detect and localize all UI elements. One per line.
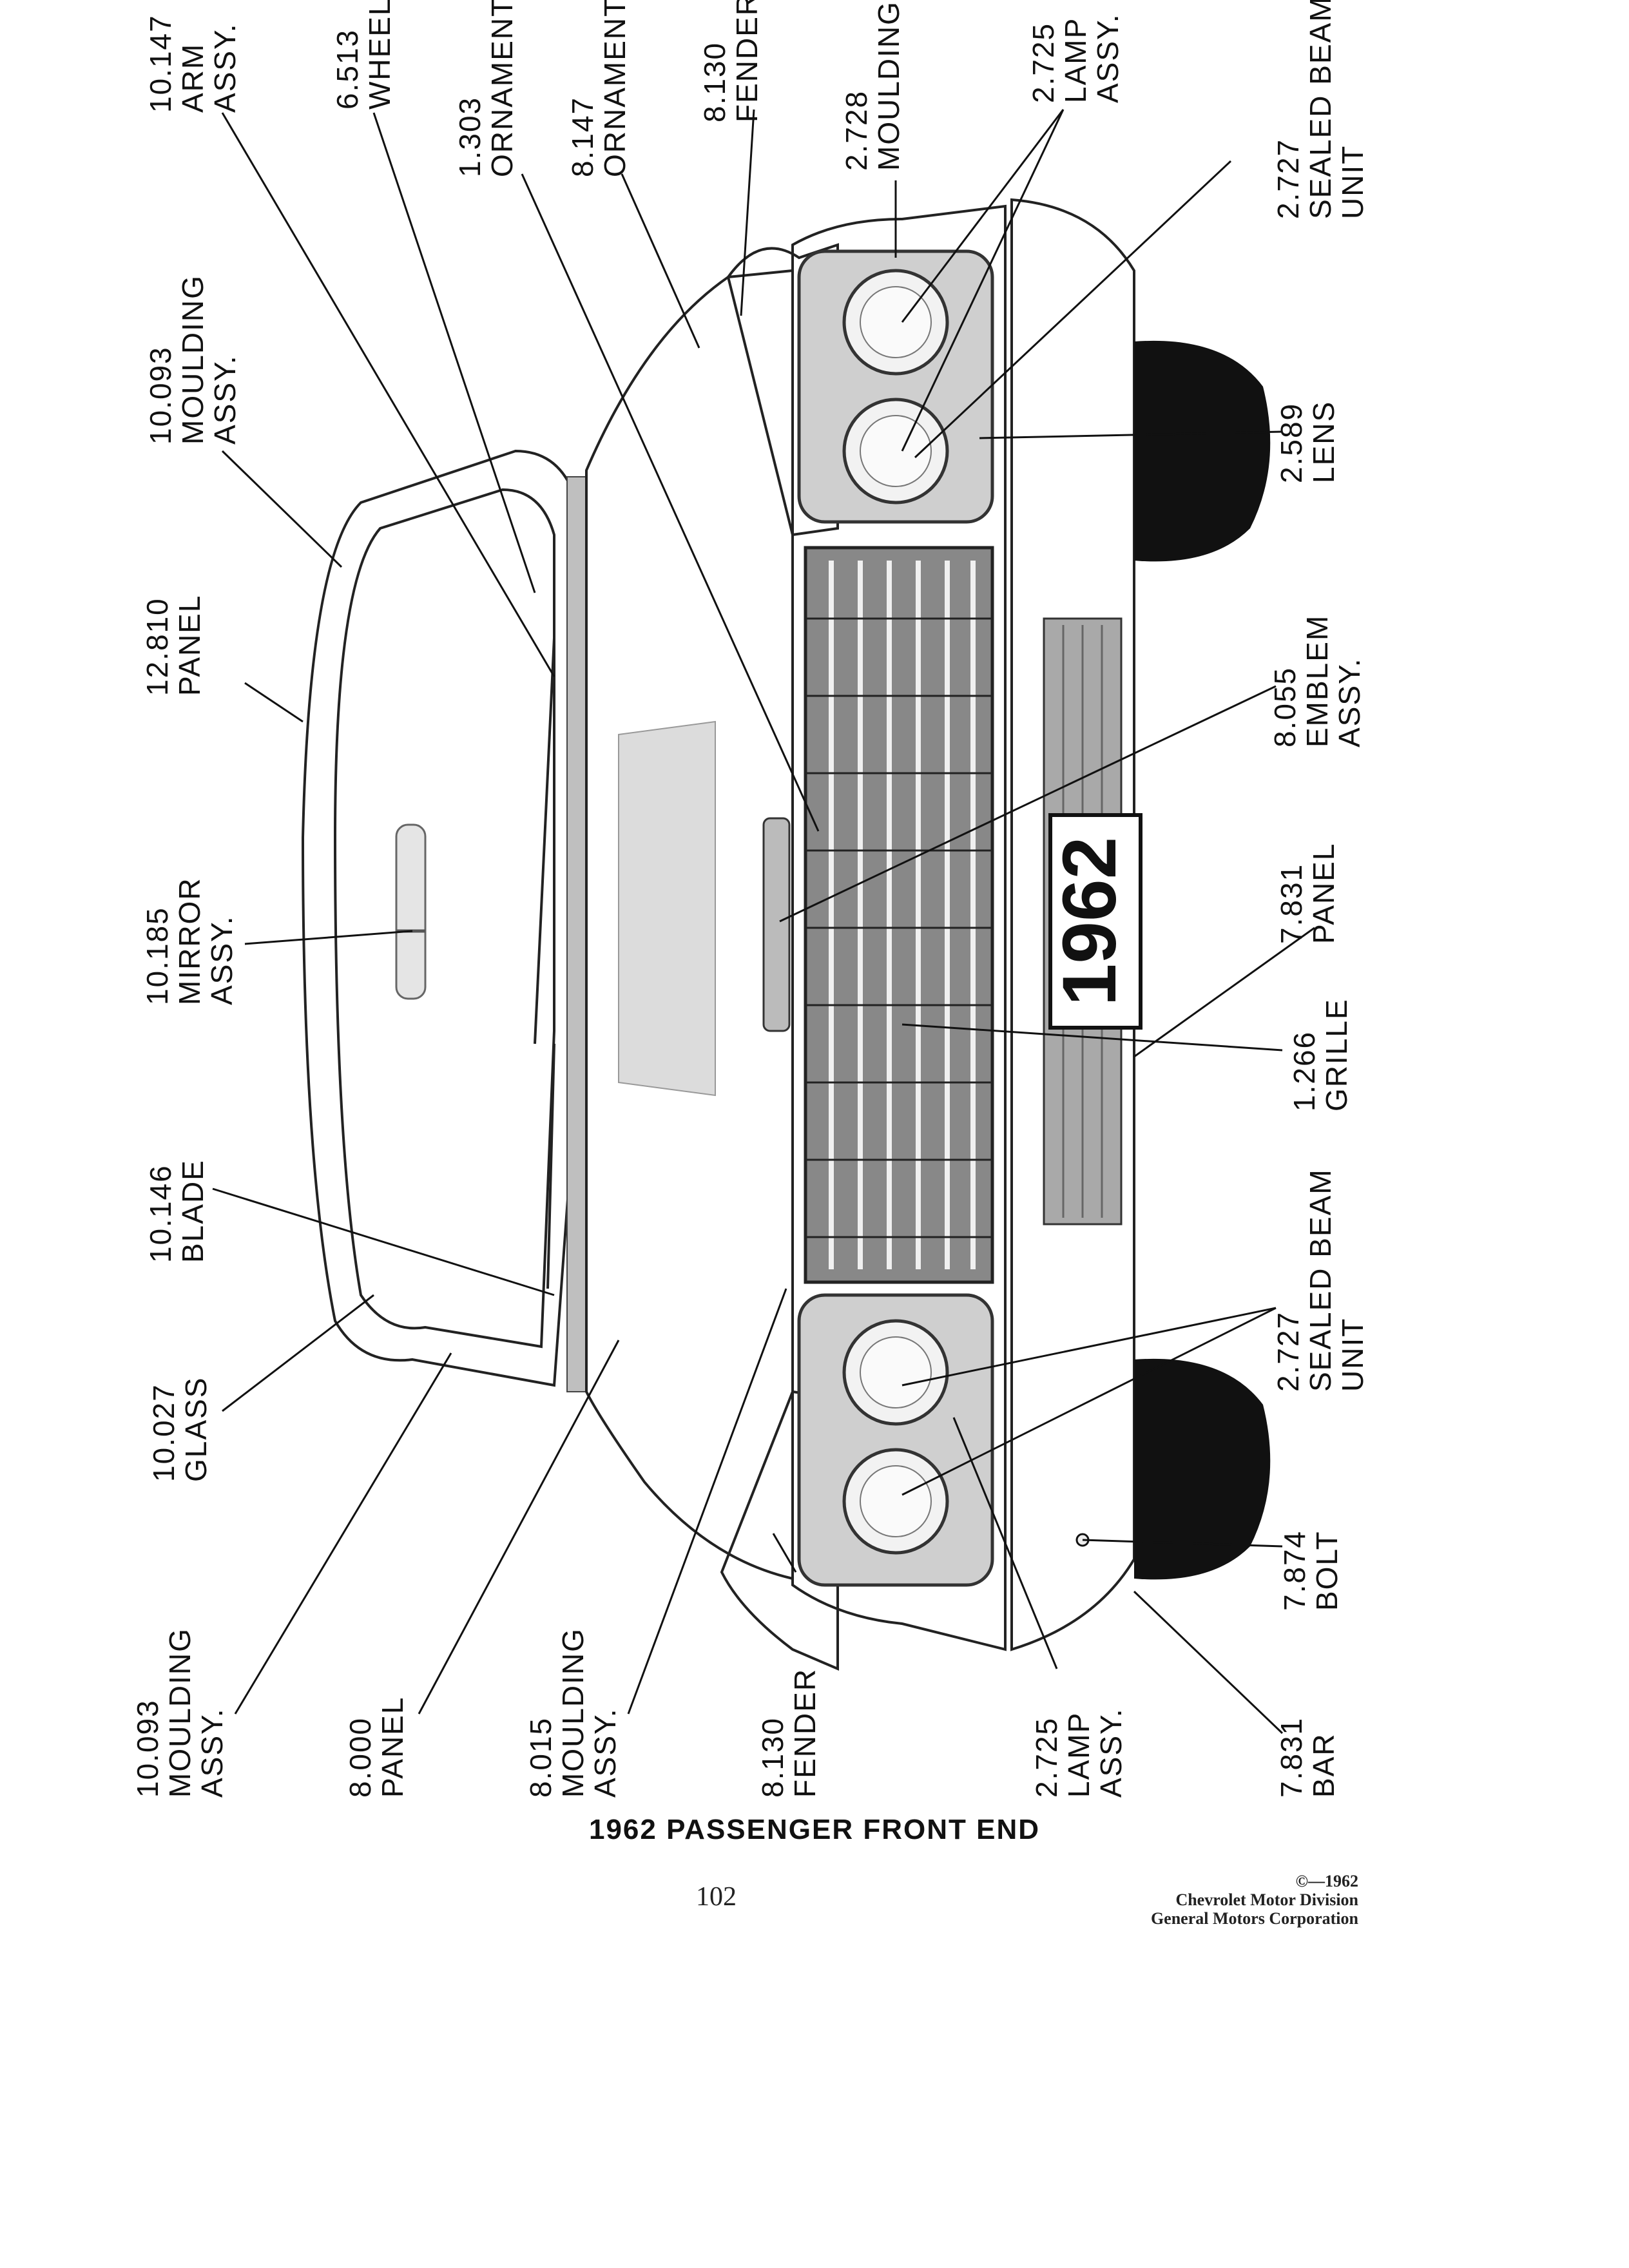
callout-panel-windshield: 12.810PANEL: [140, 595, 206, 696]
callout-lens: 2.589LENS: [1275, 401, 1340, 483]
callout-lamp-assy-bottom: 2.725LAMPASSY.: [1030, 1707, 1128, 1798]
copyright-block: ©—1962 Chevrolet Motor Division General …: [1151, 1872, 1358, 1928]
hood-emblem: [762, 817, 791, 1032]
headlamp-3-inner: [860, 1336, 932, 1408]
callout-ornament-2: 8.147ORNAMENT: [566, 0, 631, 177]
copyright-corporation: General Motors Corporation: [1150, 1909, 1358, 1928]
callout-ornament-1: 1.303ORNAMENT: [453, 0, 519, 177]
grille-bars: [829, 561, 976, 1269]
callout-fender-top: 8.130FENDER: [698, 0, 764, 122]
license-plate: [1048, 813, 1142, 1030]
callout-blade: 10.146BLADE: [144, 1159, 209, 1263]
callout-lamp-assy-top: 2.725LAMPASSY.: [1027, 13, 1124, 103]
license-plate-text: 1962: [1047, 837, 1132, 1006]
fender-lower: [720, 1390, 839, 1671]
page-number: 102: [696, 1882, 737, 1912]
wiper-blade-1: [534, 637, 555, 1044]
callout-panel-plate: 7.831PANEL: [1275, 843, 1340, 944]
headlamp-1-inner: [860, 286, 932, 358]
callout-moulding-assy-bottom: 10.093MOULDINGASSY.: [131, 1628, 229, 1798]
callout-panel-hood: 8.000PANEL: [343, 1696, 409, 1798]
headlamp-2-inner: [860, 415, 932, 487]
fender-upper: [726, 243, 839, 537]
callout-wheel: 6.513WHEEL: [331, 0, 396, 110]
callout-sealed-beam-bottom: 2.727SEALED BEAMUNIT: [1271, 1168, 1369, 1392]
front-end-diagram: 1962: [131, 0, 1369, 1798]
figure-title: 1962 PASSENGER FRONT END: [588, 1814, 1040, 1845]
wiper-blade-2: [546, 1043, 555, 1289]
callout-moulding-assy-top: 10.093MOULDINGASSY.: [144, 274, 242, 445]
callout-fender-bottom: 8.130FENDER: [756, 1668, 822, 1798]
tire-upper: [1134, 340, 1271, 562]
callout-moulding-assy-front: 8.015MOULDINGASSY.: [524, 1628, 622, 1798]
copyright-division: Chevrolet Motor Division: [1175, 1890, 1358, 1909]
callout-moulding-top: 2.728MOULDING: [840, 1, 905, 171]
grille-cross-bars: [805, 617, 992, 1238]
callout-labels: 10.147ARMASSY. 6.513WHEEL 1.303ORNAMENT …: [131, 0, 1369, 1798]
headlamp-4-inner: [860, 1465, 932, 1537]
windshield-glass: [333, 488, 555, 1349]
copyright-year: ©—1962: [1295, 1872, 1358, 1890]
windshield-frame: [301, 449, 581, 1387]
callout-arm-assy: 10.147ARMASSY.: [144, 14, 242, 113]
front-face: [791, 204, 1007, 1651]
callout-sealed-beam-top: 2.727SEALED BEAMUNIT: [1271, 0, 1369, 219]
tire-lower: [1134, 1358, 1271, 1580]
hood-panel: [585, 269, 794, 1581]
car-illustration: 1962: [301, 198, 1271, 1671]
cowl-vent: [566, 476, 587, 1392]
callout-glass: 10.027GLASS: [147, 1377, 213, 1482]
rearview-mirror: [395, 823, 427, 1000]
callout-bar: 7.831BAR: [1275, 1717, 1340, 1798]
hood-center: [618, 720, 716, 1097]
callout-mirror-assy: 10.185MIRRORASSY.: [140, 877, 238, 1005]
callout-bolt: 7.874BOLT: [1278, 1530, 1344, 1611]
leader-lines: [212, 109, 1315, 1735]
callout-grille: 1.266GRILLE: [1287, 998, 1353, 1111]
callout-emblem-assy: 8.055EMBLEMASSY.: [1268, 615, 1366, 747]
